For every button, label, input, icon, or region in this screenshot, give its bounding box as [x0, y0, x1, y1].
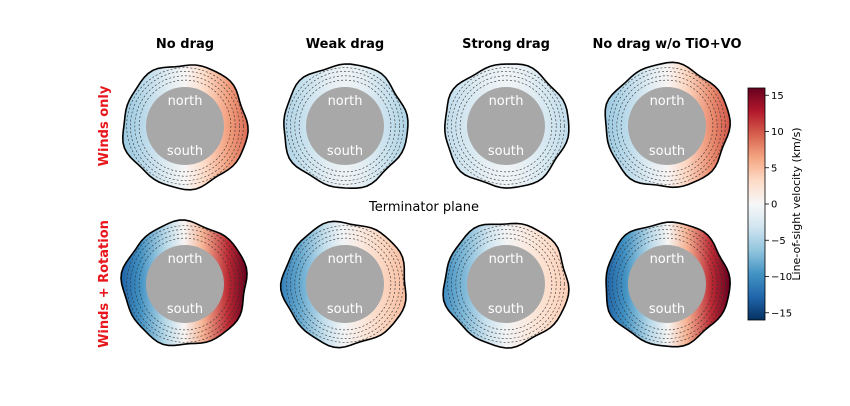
colorbar-tick-label: 5 — [771, 163, 777, 174]
south-label: south — [167, 302, 203, 317]
contour-line — [298, 237, 392, 331]
velocity-panel: north south — [283, 63, 409, 189]
north-label: north — [168, 252, 203, 267]
velocity-panel: north south — [121, 64, 249, 191]
contour-line — [294, 75, 396, 177]
contour-line — [616, 233, 718, 335]
planet-disk — [306, 245, 384, 323]
south-label: south — [649, 144, 685, 159]
colorbar-tick-label: −5 — [771, 236, 786, 247]
contour-line — [608, 67, 726, 185]
terminator-plane-label: Terminator plane — [368, 200, 479, 215]
planet-disk — [306, 87, 384, 165]
planet-disk — [467, 245, 545, 323]
north-label: north — [328, 94, 363, 109]
south-label: south — [488, 144, 524, 159]
contour-line — [455, 75, 557, 177]
contour-line — [608, 225, 726, 343]
contour-line — [612, 229, 722, 339]
contour-line — [459, 237, 553, 331]
colorbar: −15 −10 −5 0 5 10 15 Line-of-sight velocity (k… — [747, 87, 803, 321]
contour-line — [138, 79, 232, 173]
row-label-winds-only: Winds only — [97, 85, 112, 166]
row-label-winds-rotation: Winds + Rotation — [97, 220, 112, 348]
contour-line — [451, 229, 561, 339]
contour-line — [455, 233, 557, 335]
contour-line — [290, 229, 400, 339]
planet-disk — [146, 245, 224, 323]
velocity-panel: north south — [279, 220, 407, 349]
planet-disk — [628, 87, 706, 165]
contour-line — [286, 67, 404, 185]
colorbar-tick-label: −10 — [771, 272, 792, 283]
velocity-panel: north south — [443, 63, 570, 189]
contour-line — [294, 233, 396, 335]
colorbar-gradient — [747, 87, 766, 321]
colorbar-tick-label: −15 — [771, 308, 792, 319]
velocity-panel: north south — [120, 219, 248, 347]
colorbar-tick-label: 10 — [771, 127, 784, 138]
column-title-strong-drag: Strong drag — [462, 37, 550, 52]
contour-line — [459, 79, 553, 173]
contour-line — [126, 225, 244, 343]
contour-line — [612, 71, 722, 181]
contour-line — [616, 75, 718, 177]
column-title-no-drag: No drag — [156, 37, 214, 52]
contour-line — [620, 237, 714, 331]
north-label: north — [489, 252, 524, 267]
velocity-panel: north south — [604, 61, 731, 189]
column-title-weak-drag: Weak drag — [306, 37, 384, 52]
contour-line — [126, 67, 244, 185]
contour-line — [138, 237, 232, 331]
south-label: south — [488, 302, 524, 317]
panels-group: north south north south north south north south… — [120, 61, 731, 349]
velocity-panel: north south — [605, 221, 731, 348]
velocity-panel: north south — [442, 222, 570, 349]
contour-line — [134, 75, 236, 177]
planet-disk — [146, 87, 224, 165]
colorbar-ticks: −15 −10 −5 0 5 10 15 — [765, 91, 792, 319]
contour-line — [134, 233, 236, 335]
contour-line — [451, 71, 561, 181]
south-label: south — [649, 302, 685, 317]
contour-line — [447, 67, 565, 185]
contour-line — [286, 225, 404, 343]
contour-line — [130, 229, 240, 339]
colorbar-label: Line-of-sight velocity (km/s) — [790, 127, 803, 280]
planet-disk — [467, 87, 545, 165]
planet-disk — [628, 245, 706, 323]
north-label: north — [650, 94, 685, 109]
north-label: north — [489, 94, 524, 109]
contour-line — [447, 225, 565, 343]
north-label: north — [168, 94, 203, 109]
south-label: south — [167, 144, 203, 159]
south-label: south — [327, 302, 363, 317]
north-label: north — [328, 252, 363, 267]
colorbar-tick-label: 15 — [771, 91, 784, 102]
contour-line — [298, 79, 392, 173]
south-label: south — [327, 144, 363, 159]
contour-line — [130, 71, 240, 181]
column-title-no-drag-no-tio: No drag w/o TiO+VO — [592, 37, 741, 52]
colorbar-tick-label: 0 — [771, 200, 777, 211]
contour-line — [290, 71, 400, 181]
north-label: north — [650, 252, 685, 267]
